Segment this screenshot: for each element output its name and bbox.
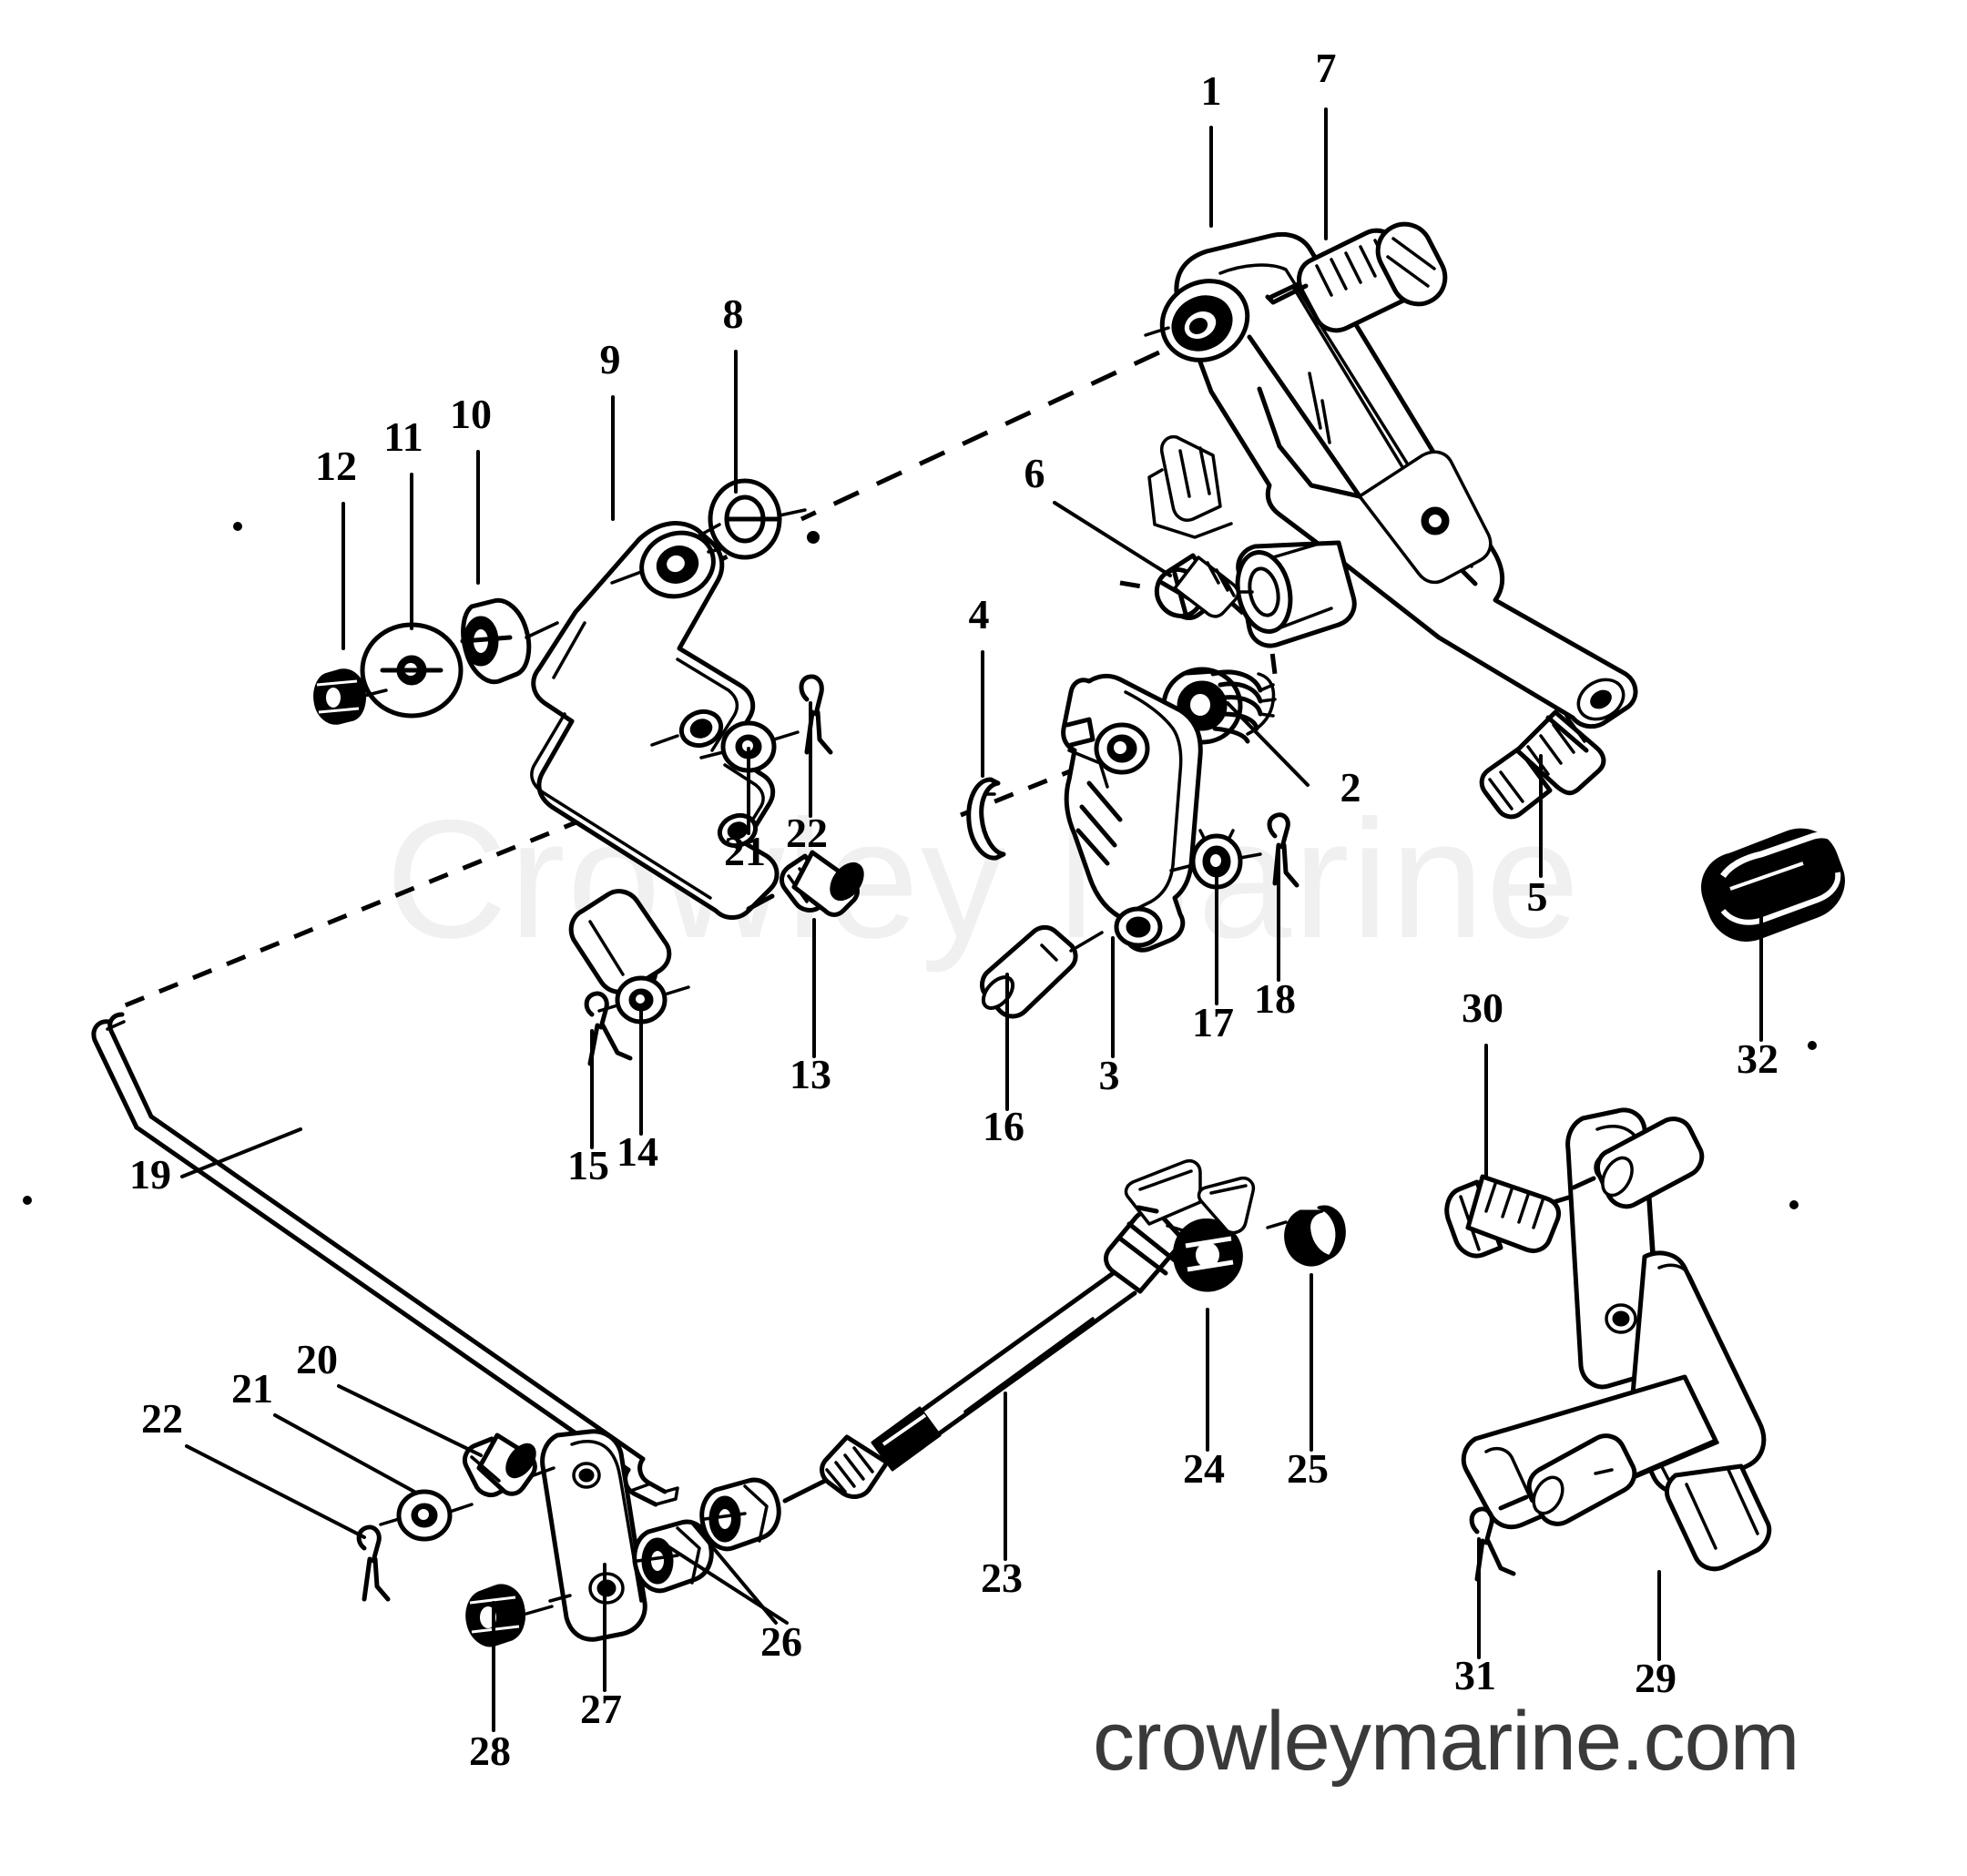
callout-number-15: 15 [567,1142,609,1188]
callout-number-31: 31 [1454,1652,1496,1698]
part-13-shoulder-bolt [746,850,864,917]
callout-number-27: 27 [580,1686,622,1732]
callout-leader-21 [273,1413,416,1494]
part-23-throttle-link-rod [782,1159,1202,1504]
part-19-shift-rod [91,1012,679,1507]
part-26-grommets [632,1477,781,1594]
part-7-hex-head-bolt [1265,221,1448,333]
callout-number-28: 28 [469,1728,511,1774]
part-25-e-clip-retainer [1266,1205,1346,1267]
callout-number-13: 13 [790,1051,831,1097]
callout-number-25: 25 [1287,1445,1329,1492]
part-1-swivel-bracket-assembly [1144,231,1638,729]
part-27-link-plate [532,1429,650,1642]
callout-leader-19 [180,1127,302,1178]
callout-number-23: 23 [981,1555,1023,1601]
callout-number-19: 19 [129,1151,171,1198]
callout-number-6: 6 [1024,450,1045,496]
callout-leader-20 [337,1384,483,1457]
callout-number-8: 8 [723,291,744,337]
callout-number-29: 29 [1635,1655,1677,1701]
callout-number-17: 17 [1192,999,1234,1045]
part-6-screw-flat-head [1154,553,1240,620]
callout-number-24: 24 [1183,1445,1225,1492]
callout-number-12: 12 [315,443,357,489]
callout-number-2: 2 [1340,764,1361,811]
callout-number-3: 3 [1099,1052,1120,1098]
part-5-screw-long [1479,709,1606,820]
footer-site-url: crowleymarine.com [1093,1695,1799,1788]
part-21-flat-washer-lower [379,1489,474,1542]
callout-number-1: 1 [1201,67,1222,114]
callout-number-20: 20 [296,1336,338,1382]
part-11-washer-flat [333,622,464,719]
part-4-retaining-ring [966,777,1006,861]
callout-leader-26b [657,1539,789,1625]
callout-number-11: 11 [383,413,423,460]
callout-leader-6 [1053,501,1172,577]
callout-number-5: 5 [1527,873,1548,920]
callout-number-22: 22 [141,1395,183,1442]
part-12-lock-nut [313,668,388,725]
part-24-link-connector [1166,1176,1256,1292]
callout-number-18: 18 [1254,975,1296,1022]
callout-number-4: 4 [969,591,990,637]
part-9-shift-lever-bracket [530,521,780,994]
callout-leader-2 [1226,701,1310,787]
callout-number-14: 14 [617,1128,658,1175]
callout-number-21b: 21 [724,828,766,874]
callout-leader-22 [185,1444,366,1539]
callout-number-9: 9 [600,336,621,382]
callout-number-16: 16 [983,1103,1024,1149]
callout-number-7: 7 [1316,45,1337,91]
callout-number-21: 21 [231,1365,273,1412]
callout-number-10: 10 [450,391,492,437]
part-10-bushing [433,597,559,685]
part-29-mounting-bracket [1461,1107,1772,1572]
part-1-lower-boss [1229,540,1357,648]
part-8-flat-washer-large [698,478,807,560]
part-3-throttle-cam-lever [1061,673,1203,953]
callout-number-30: 30 [1462,984,1503,1031]
callout-number-32: 32 [1737,1035,1778,1082]
callout-number-26: 26 [760,1618,802,1665]
part-22-cotter-pin-lower [356,1524,391,1602]
callout-number-22b: 22 [786,810,828,856]
part-32-rubber-pad [1701,828,1847,942]
